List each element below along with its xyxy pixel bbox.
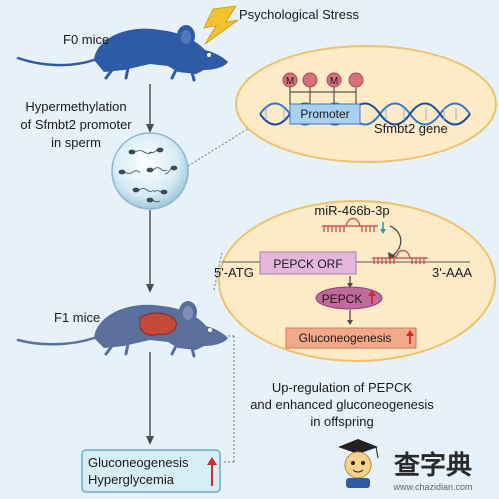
- hypermethylation-line-3: in sperm: [51, 135, 101, 150]
- liver-icon: [139, 312, 177, 336]
- f0-mouse: [16, 25, 228, 82]
- pepck-label: PEPCK: [322, 292, 363, 306]
- upregulation-line-2: and enhanced gluconeogenesis: [250, 397, 434, 412]
- f1-mouse: [16, 301, 228, 358]
- up-arrow-icon: [368, 290, 376, 304]
- methyl-mark-icon: [326, 72, 342, 88]
- watermark: 查字典 www.chazidian.com: [338, 439, 473, 492]
- pepck-ellipse: [218, 200, 496, 362]
- outcome-gluconeogenesis: Gluconeogenesis: [88, 455, 189, 470]
- upregulation-line-1: Up-regulation of PEPCK: [272, 380, 413, 395]
- arrow-to-pepck: [347, 283, 353, 288]
- watermark-mascot-icon: [338, 439, 379, 488]
- main-arrows: [146, 84, 154, 445]
- watermark-title: 查字典: [394, 450, 472, 481]
- f0-label: F0 mice: [63, 32, 109, 47]
- gluconeogenesis-label: Gluconeogenesis: [299, 331, 392, 345]
- methyl-mark-label: M: [286, 76, 294, 87]
- atg-label: 5'-ATG: [214, 265, 254, 280]
- orf-label: PEPCK ORF: [273, 257, 342, 271]
- bound-mirna-icon: [372, 249, 428, 264]
- methyl-mark-icon: [348, 72, 364, 88]
- pepck-oval: [315, 286, 383, 310]
- sperm-dish-icon: [111, 132, 189, 210]
- hypermethylation-line-2: of Sfmbt2 promoter: [20, 117, 132, 132]
- methyl-mark-icon: [302, 72, 318, 88]
- promoter-label: Promoter: [300, 107, 349, 121]
- methylation-marks: M M: [282, 72, 364, 104]
- methyl-mark-icon: [282, 72, 298, 88]
- mirna-icon: [322, 217, 378, 232]
- up-arrow-icon: [207, 457, 217, 486]
- gluconeogenesis-box: [285, 327, 417, 349]
- promoter-box: [289, 103, 361, 125]
- orf-box: [259, 251, 357, 275]
- stress-label: Psychological Stress: [239, 7, 359, 22]
- f1-label: F1 mice: [54, 310, 100, 325]
- aaa-label: 3'-AAA: [432, 265, 472, 280]
- outcome-hyperglycemia: Hyperglycemia: [88, 472, 175, 487]
- mirna-down-arrow-icon: [380, 222, 386, 234]
- methyl-mark-label: M: [330, 76, 338, 87]
- upregulation-line-3: in offspring: [310, 414, 373, 429]
- up-arrow-icon: [406, 330, 414, 344]
- outcome-box: [81, 449, 221, 493]
- hypermethylation-line-1: Hypermethylation: [25, 99, 126, 114]
- lightning-icon: [203, 5, 239, 45]
- gene-label: Sfmbt2 gene: [374, 121, 448, 136]
- mirna-label: miR-466b-3p: [314, 203, 389, 218]
- watermark-url: www.chazidian.com: [392, 482, 472, 492]
- arrow-to-gluconeogenesis: [347, 320, 353, 325]
- binding-arrow: [389, 225, 402, 257]
